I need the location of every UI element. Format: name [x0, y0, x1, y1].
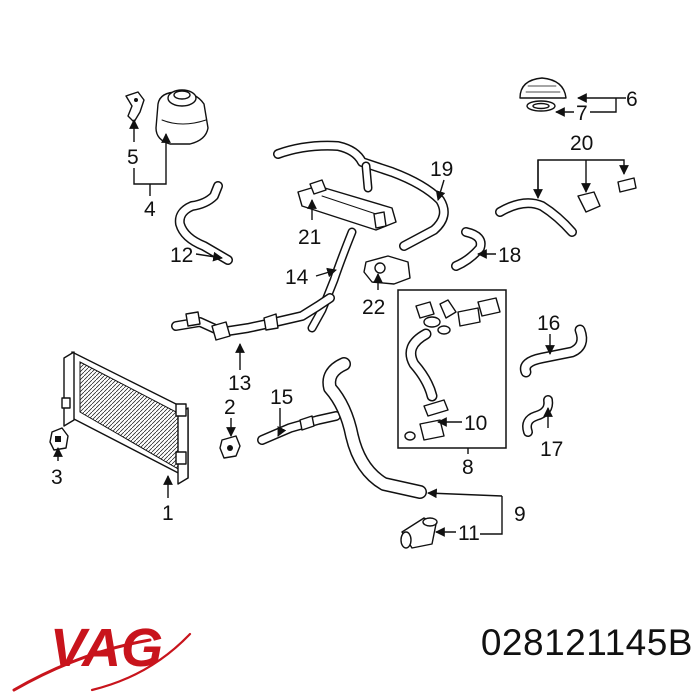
callout-15: 15 [270, 386, 293, 409]
radiator-part[interactable] [61, 351, 189, 485]
expansion-tank-part[interactable] [155, 89, 209, 145]
mount-part-3[interactable] [49, 427, 69, 451]
brand-logo-text: VAG [50, 618, 163, 678]
callout-6: 6 [626, 88, 638, 111]
hose-part-19[interactable] [273, 140, 449, 251]
callout-20: 20 [570, 132, 593, 155]
fitting-part-11[interactable] [400, 517, 438, 549]
callout-12: 12 [170, 244, 193, 267]
hose-part-20[interactable] [495, 177, 637, 237]
hose-part-12[interactable] [174, 181, 233, 265]
hose-part-9[interactable] [322, 357, 427, 499]
callout-labels: 1 2 3 4 5 6 7 8 9 10 11 12 13 14 15 16 1… [51, 88, 638, 545]
pipe-part-13[interactable] [171, 293, 335, 341]
callout-5: 5 [127, 146, 139, 169]
cap-part-6[interactable] [519, 77, 567, 99]
pipe-part-15[interactable] [257, 411, 341, 445]
callout-3: 3 [51, 466, 63, 489]
callout-10: 10 [464, 412, 487, 435]
seal-ring-part-7[interactable] [526, 100, 556, 112]
pipe-part-14[interactable] [307, 227, 357, 333]
part-number: 028121145B [480, 622, 693, 663]
callout-8: 8 [462, 456, 474, 479]
callout-1: 1 [162, 502, 174, 525]
callout-9: 9 [514, 503, 526, 526]
callout-17: 17 [540, 438, 563, 461]
callout-19: 19 [430, 158, 453, 181]
hose-part-17[interactable] [522, 395, 554, 437]
callout-16: 16 [537, 312, 560, 335]
hose-part-16[interactable] [519, 324, 588, 378]
callout-22: 22 [362, 296, 385, 319]
callout-18: 18 [498, 244, 521, 267]
bracket-part-2[interactable] [219, 435, 241, 459]
vag-logo: VAG [12, 618, 192, 692]
flange-part-21[interactable] [297, 179, 397, 231]
callout-2: 2 [224, 396, 236, 419]
callout-13: 13 [228, 372, 251, 395]
housing-part-22[interactable] [363, 255, 411, 285]
kit-box-part-8[interactable] [397, 289, 507, 449]
hose-part-18[interactable] [451, 227, 486, 271]
callout-4: 4 [144, 198, 156, 221]
leader-lines [53, 93, 629, 537]
callout-7: 7 [576, 102, 588, 125]
callout-14: 14 [285, 266, 309, 289]
callout-11: 11 [458, 522, 480, 545]
callout-21: 21 [298, 226, 321, 249]
tank-bracket-part-5[interactable] [125, 91, 145, 123]
